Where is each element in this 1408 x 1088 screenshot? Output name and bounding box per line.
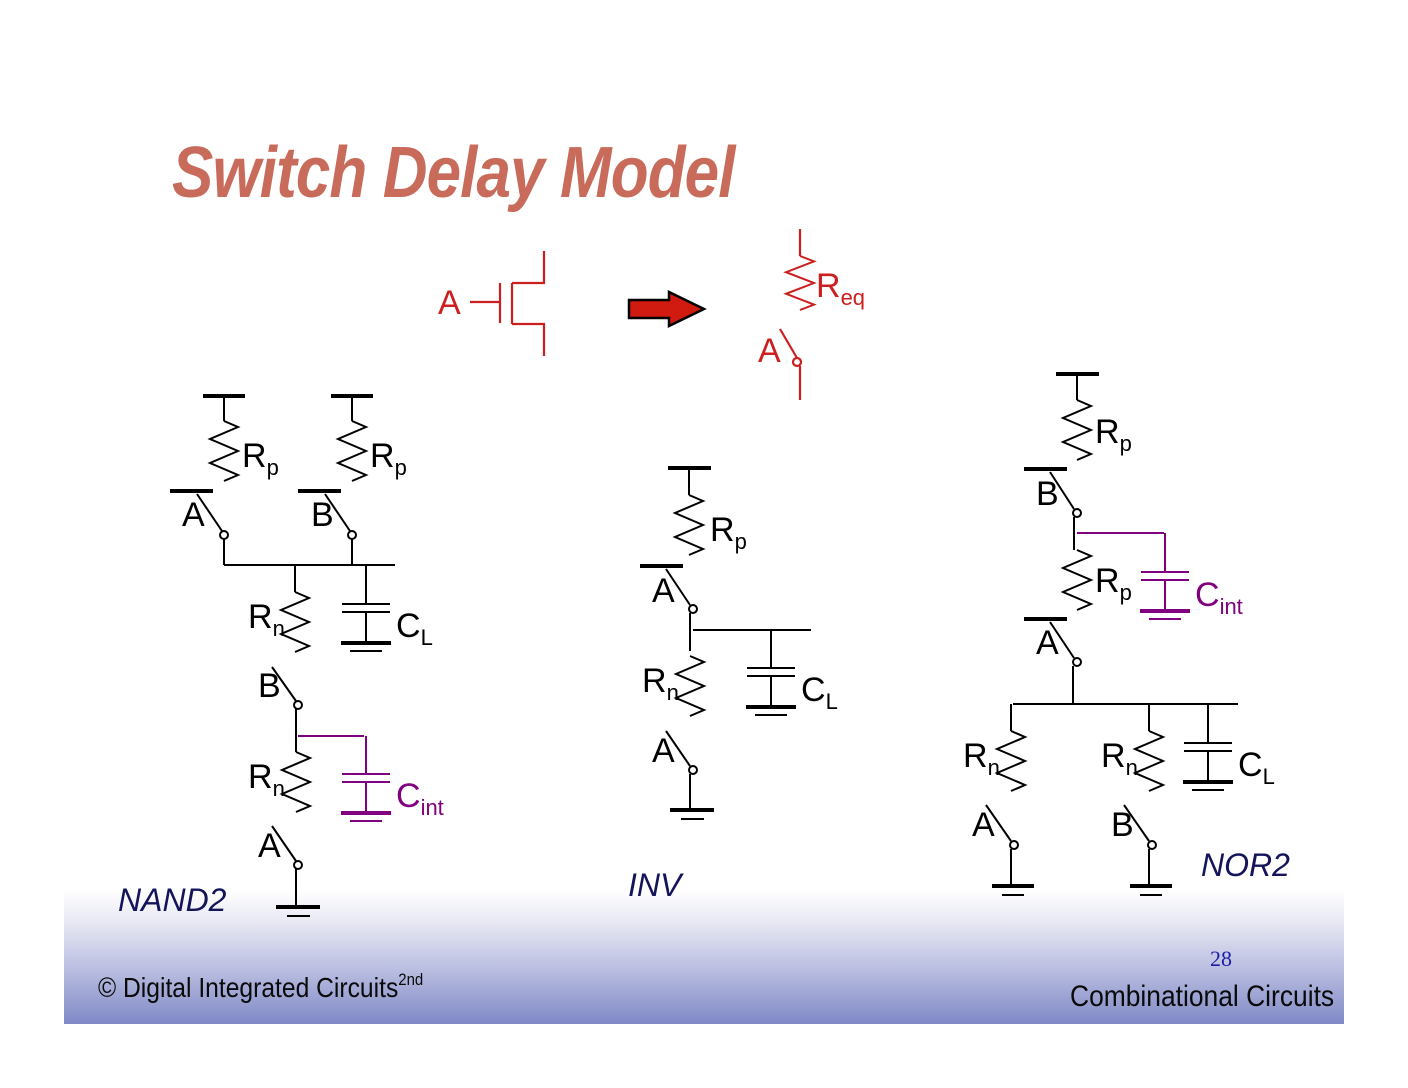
footer-left-superscript: 2nd — [398, 970, 424, 989]
transistor-model: A Req A — [438, 229, 865, 400]
model-gate-label: A — [438, 284, 461, 322]
internal-capacitor — [298, 735, 391, 822]
model-switch-label: A — [758, 332, 781, 370]
nand2-labels: Rp Rp A B Rn CL B Rn Cint A NAND2 — [118, 437, 444, 918]
label-rp: Rp — [710, 511, 747, 554]
switch-label-a: A — [1036, 624, 1059, 662]
switch-label-a: A — [182, 496, 205, 534]
req-label: Req — [816, 267, 865, 310]
nmos-transistor-symbol — [470, 251, 546, 356]
switch-label-b: B — [311, 496, 334, 534]
footer-right: Combinational Circuits — [1069, 980, 1334, 1013]
resistor-rp — [674, 494, 704, 556]
resistor-rp — [209, 420, 239, 482]
footer-gradient-band — [64, 890, 1344, 1024]
nor2-labels: Rp B Rp Cint A Rn Rn CL A B NOR2 — [963, 413, 1290, 883]
slide-title: Switch Delay Model — [172, 133, 735, 213]
nor2-caption: NOR2 — [1201, 847, 1290, 883]
arrow-icon — [627, 290, 707, 328]
label-rn: Rn — [248, 758, 285, 801]
switch-label-a: A — [972, 806, 995, 844]
resistor-rn — [1134, 730, 1164, 792]
resistor-rn — [675, 655, 705, 717]
label-cl: CL — [396, 607, 433, 650]
resistor-rn — [996, 730, 1026, 792]
switch-label-a: A — [652, 572, 675, 610]
switch-label-b: B — [1111, 806, 1134, 844]
label-rp: Rp — [1095, 562, 1132, 605]
internal-capacitor — [1077, 532, 1190, 620]
nand2-caption: NAND2 — [118, 882, 227, 918]
page-number: 28 — [1210, 946, 1232, 971]
nand2-circuit — [170, 394, 395, 917]
resistor-rp — [1062, 549, 1092, 611]
resistor-rp — [337, 420, 367, 482]
label-cl: CL — [801, 671, 838, 714]
label-cl: CL — [1238, 746, 1275, 789]
footer-left-text: © Digital Integrated Circuits — [98, 972, 399, 1003]
inv-circuit — [640, 466, 811, 820]
resistor-rn — [281, 751, 311, 813]
label-rp: Rp — [370, 437, 407, 480]
label-rn: Rn — [248, 598, 285, 641]
switch-label-b: B — [258, 667, 281, 705]
footer-left: © Digital Integrated Circuits2nd — [98, 970, 423, 1004]
equivalent-switch-model — [779, 229, 816, 400]
label-rp: Rp — [1095, 413, 1132, 456]
label-rn: Rn — [1101, 737, 1138, 780]
inv-caption: INV — [628, 867, 684, 903]
label-cint: Cint — [396, 777, 444, 820]
switch-label-b: B — [1036, 475, 1059, 513]
switch-label-a: A — [258, 827, 281, 865]
resistor-rn — [280, 591, 310, 653]
nor2-circuit — [985, 372, 1238, 896]
inv-labels: Rp A Rn CL A INV — [628, 511, 838, 903]
label-rn: Rn — [642, 662, 679, 705]
label-cint: Cint — [1195, 576, 1243, 619]
resistor-rp — [1062, 399, 1092, 461]
label-rp: Rp — [242, 437, 279, 480]
label-rn: Rn — [963, 737, 1000, 780]
switch-label-a: A — [652, 732, 675, 770]
